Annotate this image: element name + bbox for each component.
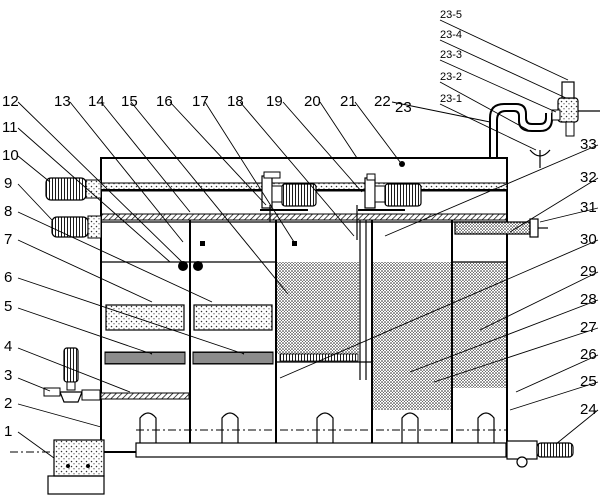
label-30: 30: [580, 231, 597, 248]
label-11: 11: [2, 119, 18, 136]
label-21: 21: [340, 93, 357, 110]
label-25: 25: [580, 373, 597, 390]
label-23-1: 23-1: [440, 93, 462, 105]
label-15: 15: [121, 93, 138, 110]
label-14: 14: [88, 93, 105, 110]
label-24: 24: [580, 401, 597, 418]
leader-lines: [17, 19, 599, 459]
label-23: 23: [395, 99, 412, 116]
label-6: 6: [4, 269, 12, 286]
label-9: 9: [4, 175, 12, 192]
label-33: 33: [580, 136, 597, 153]
label-4: 4: [4, 338, 12, 355]
pump-1: [10, 439, 105, 495]
label-32: 32: [580, 169, 597, 186]
label-16: 16: [156, 93, 173, 110]
label-12: 12: [2, 93, 19, 110]
label-1: 1: [4, 423, 12, 440]
motor-9: [51, 215, 102, 239]
discharge-header: [135, 412, 574, 468]
label-8: 8: [4, 203, 12, 220]
label-17: 17: [192, 93, 209, 110]
top-motor-left: [260, 171, 317, 222]
label-23-5: 23-5: [440, 9, 462, 21]
label-5: 5: [4, 298, 12, 315]
label-27: 27: [580, 319, 597, 336]
pipe-32: [454, 218, 548, 238]
plate-modules: [104, 304, 274, 365]
sensors: [178, 161, 405, 271]
label-group: 1 2 3 4 5 6 7 8 9 10 11 12 13 14 15 16 1…: [2, 9, 597, 440]
label-19: 19: [266, 93, 283, 110]
label-10: 10: [2, 147, 19, 164]
label-23-3: 23-3: [440, 49, 462, 61]
label-26: 26: [580, 346, 597, 363]
label-29: 29: [580, 263, 597, 280]
filter-media: [277, 262, 506, 410]
label-23-4: 23-4: [440, 29, 462, 41]
label-18: 18: [227, 93, 244, 110]
stirrer-3: [43, 347, 190, 403]
label-23-2: 23-2: [440, 71, 462, 83]
label-13: 13: [54, 93, 71, 110]
u-pipe-assembly: [489, 81, 600, 168]
label-20: 20: [304, 93, 321, 110]
motor-10: [45, 177, 102, 201]
top-motor-right: [358, 173, 422, 211]
label-22: 22: [374, 93, 391, 110]
drain-pipes: [136, 412, 506, 443]
label-31: 31: [580, 199, 597, 216]
label-3: 3: [4, 367, 12, 384]
label-28: 28: [580, 291, 597, 308]
label-7: 7: [4, 231, 12, 248]
label-2: 2: [4, 395, 12, 412]
